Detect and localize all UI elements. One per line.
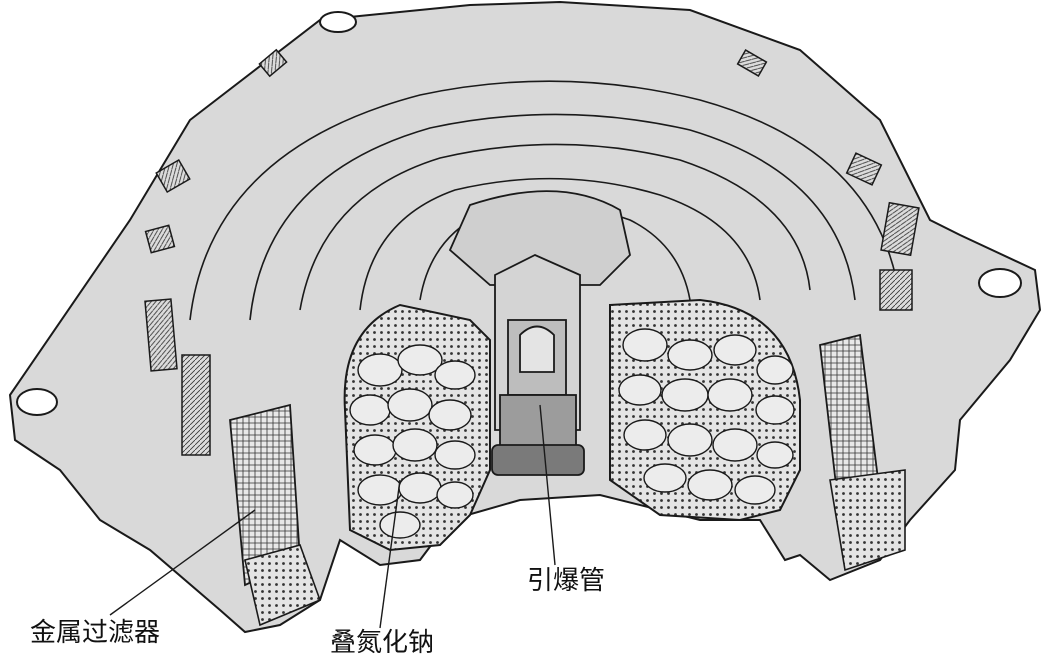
label-detonator: 引爆管 — [527, 566, 606, 596]
mounting-hole-top — [319, 11, 357, 33]
left-propellant-chamber — [343, 303, 491, 552]
sodium-azide-pellets-left — [349, 344, 476, 539]
center-hub — [448, 190, 631, 286]
label-sodium-azide: 叠氮化钠 — [330, 628, 435, 658]
filter-right-lower — [829, 469, 906, 572]
sodium-azide-pellets-right — [618, 328, 795, 505]
mounting-hole-right — [978, 268, 1022, 298]
mounting-hole-left — [16, 388, 58, 416]
filter-left-lower — [244, 544, 322, 627]
detonator-assembly — [491, 254, 585, 476]
leader-lines — [109, 404, 556, 629]
label-metal-filter: 金属过滤器 — [30, 618, 161, 648]
vent-ports — [144, 48, 920, 456]
housing-top-rings — [189, 80, 901, 321]
